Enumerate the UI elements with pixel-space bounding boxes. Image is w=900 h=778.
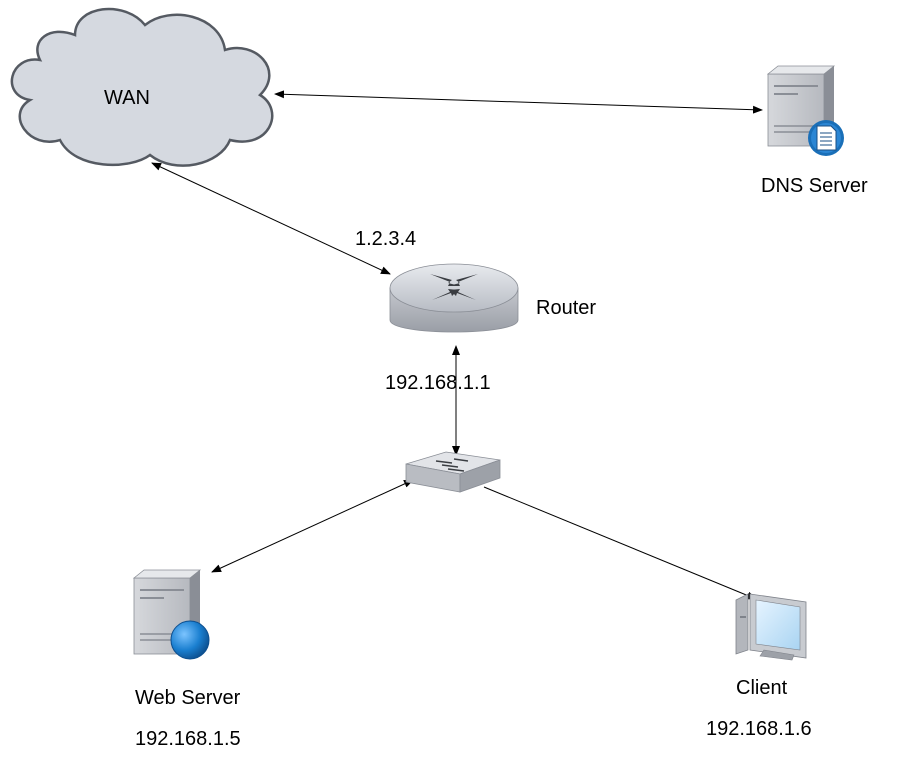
web-server-label: Web Server: [135, 687, 241, 709]
client-computer-icon[interactable]: [735, 593, 807, 661]
link-switch-webserver: [211, 479, 414, 573]
web-server-ip: 192.168.1.5: [135, 728, 241, 750]
client-ip: 192.168.1.6: [706, 718, 812, 740]
link-wan-dns: [274, 90, 763, 114]
link-wan-router: [151, 162, 391, 275]
wan-cloud: [10, 7, 274, 167]
link-switch-client: [483, 486, 757, 600]
dns-server-label: DNS Server: [761, 175, 868, 197]
router-label: Router: [536, 297, 596, 319]
router-wan-ip: 1.2.3.4: [355, 228, 416, 250]
switch-icon[interactable]: [405, 451, 501, 493]
client-label: Client: [736, 677, 788, 699]
dns-server-icon[interactable]: [766, 65, 844, 156]
router-icon[interactable]: [389, 263, 519, 333]
wan-label: WAN: [104, 87, 150, 109]
cloud-icon[interactable]: [10, 7, 274, 167]
connections: [151, 90, 763, 600]
router-lan-ip: 192.168.1.1: [385, 372, 491, 394]
web-server-icon[interactable]: [132, 569, 210, 660]
